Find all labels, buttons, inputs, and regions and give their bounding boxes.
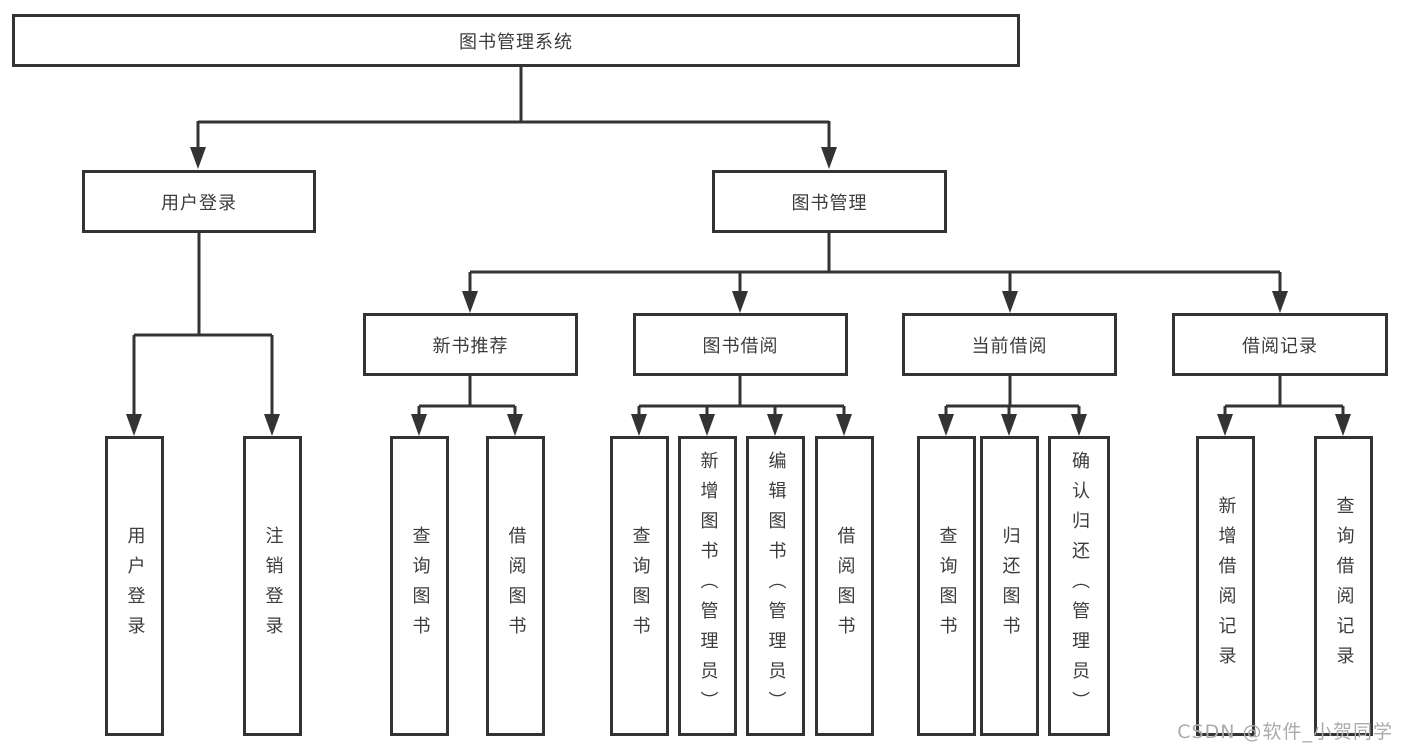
leaf-query-books-borrow-label: 查询图书 <box>629 526 651 646</box>
arrowhead <box>1002 291 1018 313</box>
connector-book-mgmt-children <box>462 233 1288 313</box>
arrowhead <box>190 147 206 169</box>
leaf-add-borrow-record: 新增借阅记录 <box>1196 436 1255 736</box>
leaf-query-books-current-label: 查询图书 <box>936 526 958 646</box>
arrowhead <box>631 414 647 436</box>
leaf-query-books-borrow: 查询图书 <box>610 436 669 736</box>
node-book-management: 图书管理 <box>712 170 947 233</box>
node-current-borrow-label: 当前借阅 <box>971 335 1048 357</box>
leaf-query-borrow-record: 查询借阅记录 <box>1314 436 1373 736</box>
arrowhead <box>938 414 954 436</box>
leaf-edit-books-admin: 编辑图书（管理员） <box>746 436 805 736</box>
node-borrow-records-label: 借阅记录 <box>1242 335 1318 357</box>
arrowhead <box>1217 414 1233 436</box>
node-book-borrow: 图书借阅 <box>633 313 848 376</box>
leaf-add-borrow-record-label: 新增借阅记录 <box>1215 496 1237 676</box>
connector-root-to-level2 <box>190 67 837 169</box>
connector-user-login-children <box>126 233 280 436</box>
arrowhead <box>1272 291 1288 313</box>
arrowhead <box>1071 414 1087 436</box>
leaf-add-books-admin: 新增图书（管理员） <box>678 436 737 736</box>
leaf-return-books-label: 归还图书 <box>999 526 1021 646</box>
node-borrow-records: 借阅记录 <box>1172 313 1388 376</box>
leaf-add-books-admin-label: 新增图书（管理员） <box>697 451 719 721</box>
node-current-borrow: 当前借阅 <box>902 313 1117 376</box>
leaf-query-borrow-record-label: 查询借阅记录 <box>1333 496 1355 676</box>
watermark: CSDN @软件_小贺同学 <box>1177 721 1393 743</box>
arrowhead <box>507 414 523 436</box>
leaf-confirm-return-admin: 确认归还（管理员） <box>1048 436 1110 736</box>
arrowhead <box>1001 414 1017 436</box>
leaf-logout-label: 注销登录 <box>262 526 284 646</box>
arrowhead <box>411 414 427 436</box>
node-root: 图书管理系统 <box>12 14 1020 67</box>
node-new-book-recommend: 新书推荐 <box>363 313 578 376</box>
leaf-borrow-books-recommend-label: 借阅图书 <box>505 526 527 646</box>
node-book-borrow-label: 图书借阅 <box>702 335 779 357</box>
arrowhead <box>836 414 852 436</box>
node-book-management-label: 图书管理 <box>791 192 868 214</box>
leaf-query-books-recommend-label: 查询图书 <box>409 526 431 646</box>
connector-book-borrow-children <box>631 376 852 436</box>
arrowhead <box>767 414 783 436</box>
connector-new-book-rec-children <box>411 376 523 436</box>
node-user-login: 用户登录 <box>82 170 316 233</box>
node-user-login-label: 用户登录 <box>161 192 237 214</box>
arrowhead <box>732 291 748 313</box>
leaf-return-books: 归还图书 <box>980 436 1039 736</box>
connector-current-borrow-children <box>938 376 1087 436</box>
arrowhead <box>1335 414 1351 436</box>
arrowhead <box>126 414 142 436</box>
arrowhead <box>821 147 837 169</box>
leaf-borrow-books-label: 借阅图书 <box>834 526 856 646</box>
leaf-confirm-return-admin-label: 确认归还（管理员） <box>1069 451 1090 721</box>
leaf-user-login: 用户登录 <box>105 436 164 736</box>
leaf-borrow-books: 借阅图书 <box>815 436 874 736</box>
arrowhead <box>699 414 715 436</box>
leaf-borrow-books-recommend: 借阅图书 <box>486 436 545 736</box>
node-new-book-recommend-label: 新书推荐 <box>432 335 509 357</box>
leaf-logout: 注销登录 <box>243 436 302 736</box>
leaf-query-books-recommend: 查询图书 <box>390 436 449 736</box>
leaf-query-books-current: 查询图书 <box>917 436 976 736</box>
arrowhead <box>462 291 478 313</box>
leaf-user-login-label: 用户登录 <box>124 526 146 646</box>
arrowhead <box>264 414 280 436</box>
node-root-label: 图书管理系统 <box>459 31 573 53</box>
leaf-edit-books-admin-label: 编辑图书（管理员） <box>765 451 787 721</box>
connector-borrow-records-children <box>1217 376 1351 436</box>
